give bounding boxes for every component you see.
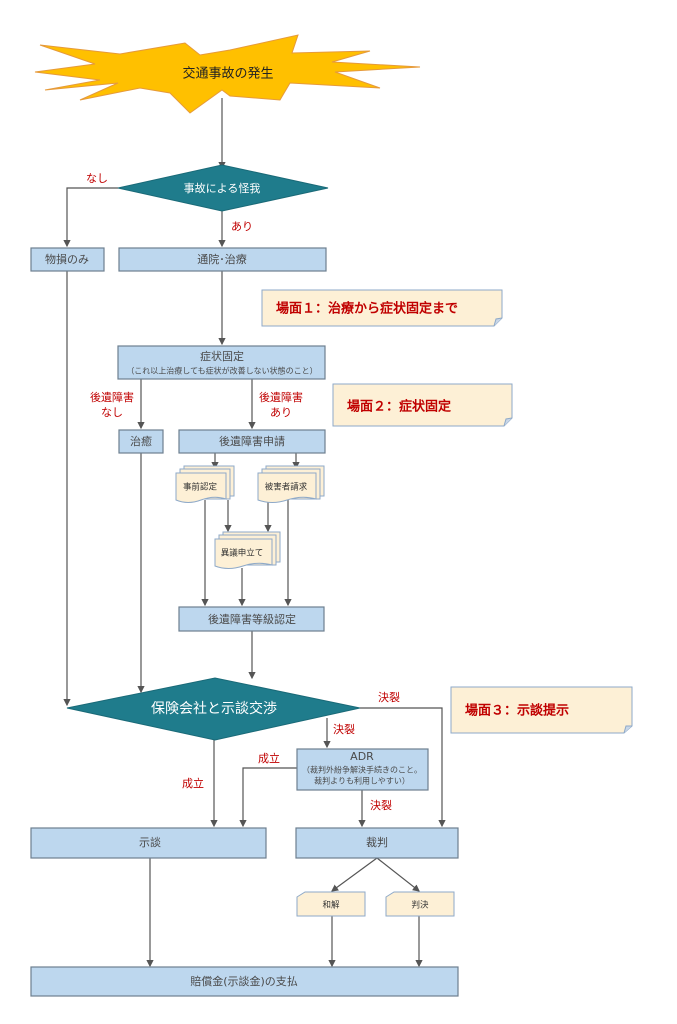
negotiation-breakdown-label-2: 決裂 (333, 723, 355, 736)
scene1-note: 場面１：治療から症状固定まで (261, 289, 503, 327)
adr-box[interactable]: ADR （裁判外紛争解決手続きのこと。 裁判よりも利用しやすい） (296, 748, 429, 791)
victim-claim-label: 被害者請求 (265, 482, 308, 493)
after-effect-yes-line1: 後遺障害 (259, 390, 303, 404)
property-only-box[interactable]: 物損のみ (30, 247, 105, 272)
judgment-node[interactable]: 判決 (385, 891, 455, 917)
negotiation-breakdown-label: 決裂 (378, 691, 400, 704)
decision-injury-label: 事故による怪我 (184, 181, 261, 195)
connector (63, 187, 118, 248)
explosion-shape (34, 34, 421, 114)
trial-label: 裁判 (366, 836, 388, 849)
after-effect-application-label: 後遺障害申請 (219, 434, 285, 448)
scene1-label: 場面１：治療から症状固定まで (276, 301, 458, 317)
objection-doc[interactable]: 異議申立て (214, 531, 281, 569)
decision-diamond (117, 164, 329, 212)
treatment-box[interactable]: 通院･治療 (118, 247, 327, 272)
healed-box[interactable]: 治癒 (118, 429, 164, 454)
settlement-label: 示談 (139, 835, 161, 849)
after-effect-none-line2: なし (101, 406, 123, 419)
grade-recognition-label: 後遺障害等級認定 (208, 612, 296, 626)
connector (239, 767, 297, 828)
prior-recognition-doc[interactable]: 事前認定 (175, 465, 235, 503)
negotiation-settled-label: 成立 (182, 776, 204, 790)
prior-recognition-label: 事前認定 (183, 482, 218, 493)
decision-negotiation[interactable]: 保険会社と示談交渉 (66, 677, 361, 741)
reconciliation-node[interactable]: 和解 (296, 891, 366, 917)
yes-injury-label: あり (231, 220, 253, 233)
grade-recognition-box[interactable]: 後遺障害等級認定 (178, 606, 325, 632)
connector (376, 857, 420, 892)
decision-diamond (66, 677, 361, 741)
adr-label: ADR (350, 750, 374, 763)
after-effect-yes-line2: あり (270, 406, 292, 419)
payment-box[interactable]: 賠償金(示談金)の支払 (30, 966, 459, 997)
symptom-fixed-box[interactable]: 症状固定 （これ以上治療しても症状が改善しない状態のこと） (117, 345, 326, 380)
after-effect-application-box[interactable]: 後遺障害申請 (178, 429, 326, 454)
connectors (63, 98, 446, 968)
start-label: 交通事故の発生 (182, 66, 273, 82)
start-node[interactable]: 交通事故の発生 (34, 34, 421, 114)
negotiation-label: 保険会社と示談交渉 (151, 700, 277, 717)
scene2-note: 場面２：症状固定 (332, 383, 513, 427)
symptom-fixed-label: 症状固定 (200, 349, 244, 363)
judgment-label: 判決 (411, 900, 429, 911)
payment-label: 賠償金(示談金)の支払 (190, 974, 298, 988)
no-injury-label: なし (86, 172, 108, 185)
objection-label: 異議申立て (221, 548, 264, 559)
scene3-label: 場面３：示談提示 (465, 703, 569, 719)
treatment-label: 通院･治療 (197, 252, 247, 266)
adr-breakdown-label: 決裂 (370, 799, 392, 812)
victim-claim-doc[interactable]: 被害者請求 (257, 465, 325, 503)
trial-box[interactable]: 裁判 (295, 827, 459, 859)
symptom-fixed-sublabel: （これ以上治療しても症状が改善しない状態のこと） (126, 366, 317, 376)
scene2-label: 場面２：症状固定 (347, 399, 451, 415)
adr-sub2: 裁判よりも利用しやすい） (314, 776, 410, 786)
connector (331, 857, 378, 892)
healed-label: 治癒 (130, 434, 152, 448)
after-effect-none-line1: 後遺障害 (90, 390, 134, 404)
decision-injury[interactable]: 事故による怪我 (117, 164, 329, 212)
settlement-box[interactable]: 示談 (30, 827, 267, 859)
adr-sub1: （裁判外紛争解決手続きのこと。 (302, 765, 422, 775)
reconciliation-label: 和解 (322, 900, 340, 911)
property-only-label: 物損のみ (45, 252, 89, 266)
connector (360, 707, 446, 828)
scene3-note: 場面３：示談提示 (450, 686, 633, 734)
adr-settled-label: 成立 (258, 751, 280, 765)
